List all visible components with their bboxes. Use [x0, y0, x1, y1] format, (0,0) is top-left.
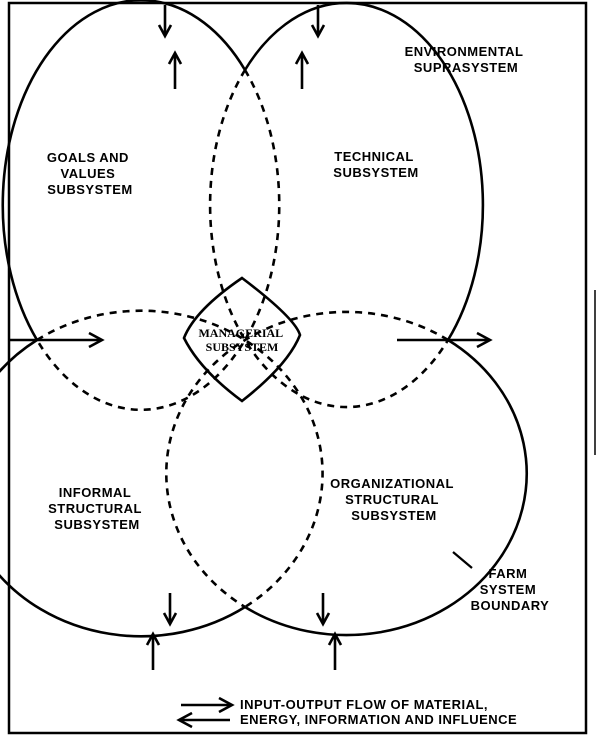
organizational-structural-label: ORGANIZATIONAL STRUCTURAL SUBSYSTEM	[330, 476, 458, 523]
organizational-subsystem-dashed-arc	[165, 310, 449, 609]
informal-subsystem-boundary	[0, 338, 246, 638]
farm-boundary-pointer	[452, 551, 473, 569]
environment-frame	[7, 1, 588, 735]
goals-subsystem-boundary	[1, 0, 247, 341]
legend: INPUT-OUTPUT FLOW OF MATERIAL, ENERGY, I…	[176, 696, 517, 729]
technical-subsystem-dashed-arc	[208, 69, 450, 409]
bottom-flow-arrows	[145, 593, 343, 670]
legend-text: INPUT-OUTPUT FLOW OF MATERIAL, ENERGY, I…	[240, 697, 517, 727]
organizational-subsystem-boundary	[244, 338, 528, 637]
technical-subsystem-boundary	[243, 1, 485, 341]
environmental-suprasystem-label: ENVIRONMENTAL SUPRASYSTEM	[405, 44, 528, 75]
technical-label: TECHNICAL SUBSYSTEM	[333, 149, 418, 180]
farm-system-boundary-label: FARM SYSTEM BOUNDARY	[471, 566, 550, 613]
managerial-subsystem-boundary	[182, 276, 302, 403]
legend-right-arrow-icon	[181, 696, 235, 714]
goals-values-label: GOALS AND VALUES SUBSYSTEM	[47, 150, 133, 197]
informal-subsystem-dashed-arc	[36, 309, 324, 609]
horizontal-flow-arrows	[9, 331, 493, 349]
informal-structural-label: INFORMAL STRUCTURAL SUBSYSTEM	[48, 485, 146, 532]
goals-subsystem-dashed-arc	[35, 69, 281, 412]
top-input-arrows	[157, 5, 326, 89]
legend-left-arrow-icon	[176, 711, 230, 729]
managerial-label: MANAGERIAL SUBSYSTEM	[198, 326, 285, 354]
